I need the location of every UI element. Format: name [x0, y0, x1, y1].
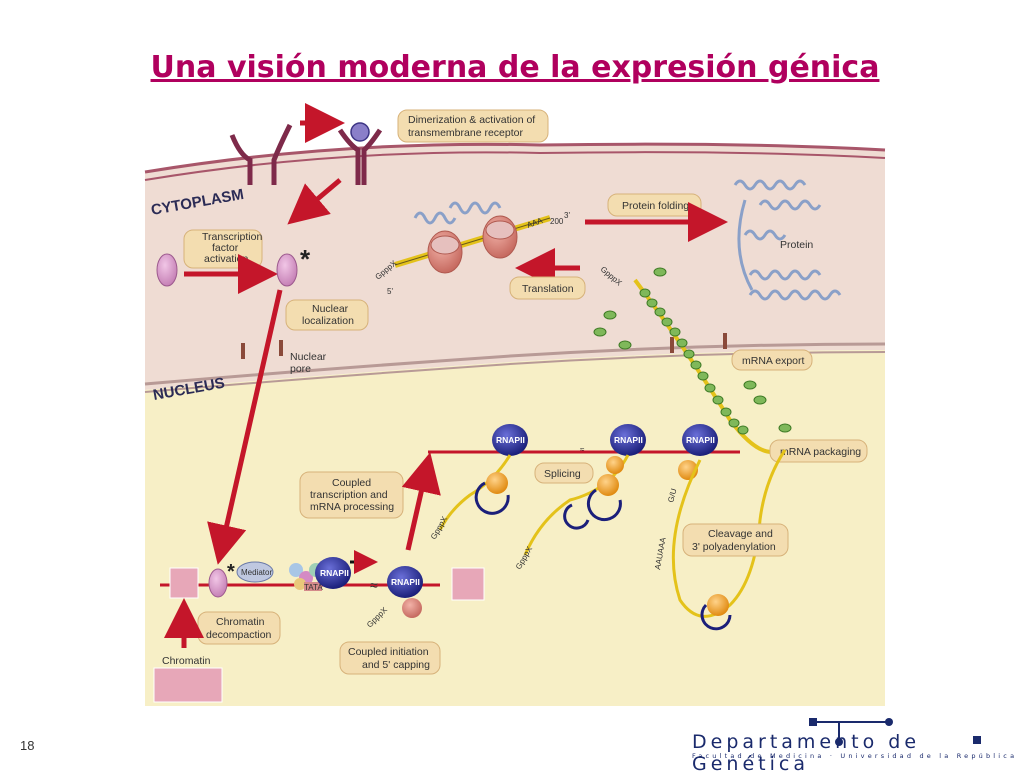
arrow-elongation	[401, 452, 441, 551]
svg-text:Mediator: Mediator	[241, 568, 272, 577]
tf-inactive	[156, 253, 178, 287]
svg-text:3' polyadenylation: 3' polyadenylation	[692, 541, 776, 553]
svg-text:RNAPII: RNAPII	[614, 435, 643, 445]
tf-bound	[208, 568, 228, 598]
spliceosome-2	[597, 474, 619, 496]
svg-text:pore: pore	[290, 363, 311, 375]
svg-text:3': 3'	[564, 211, 570, 220]
svg-text:Transcription: Transcription	[202, 231, 262, 243]
rnapii-initiation: RNAPII	[315, 557, 351, 589]
gene-expression-diagram: CYTOPLASM NUCLEUS Dimerization & activat…	[140, 100, 890, 710]
svg-text:RNAPII: RNAPII	[320, 568, 349, 578]
label-box-mrna-packaging	[769, 439, 868, 463]
rnapii-capping: RNAPII	[387, 566, 423, 598]
cap-binding-complex	[707, 594, 729, 616]
slide-title: Una visión moderna de la expresión génic…	[150, 50, 880, 85]
svg-text:200: 200	[550, 217, 564, 226]
svg-text:≈: ≈	[580, 445, 585, 454]
plasma-membrane	[144, 142, 886, 174]
svg-text:Coupled: Coupled	[332, 477, 371, 489]
svg-text:≈: ≈	[370, 577, 378, 593]
svg-text:Chromatin: Chromatin	[162, 655, 211, 667]
tata-box	[304, 582, 322, 591]
svg-text:and 5' capping: and 5' capping	[362, 659, 430, 671]
packaging-proteins	[593, 267, 792, 435]
label-box-cleavage	[682, 523, 789, 557]
svg-text:Splicing: Splicing	[544, 468, 581, 480]
svg-text:mRNA packaging: mRNA packaging	[780, 446, 861, 458]
slide-number: 18	[20, 738, 35, 753]
svg-text:Nuclear: Nuclear	[290, 351, 327, 363]
svg-text:Cleavage and: Cleavage and	[708, 528, 773, 540]
svg-text:activation: activation	[204, 253, 249, 265]
department-subtitle: Facultad de Medicina · Universidad de la…	[692, 752, 1018, 760]
spliceosome-1	[486, 472, 508, 494]
arrow-to-tf	[287, 178, 342, 225]
svg-text:RNAPII: RNAPII	[391, 577, 420, 587]
nascent-peptide-2	[448, 201, 502, 215]
receptor-monomers	[229, 123, 293, 185]
folded-protein	[733, 179, 842, 301]
svg-text:decompaction: decompaction	[206, 629, 272, 641]
svg-text:Nuclear: Nuclear	[312, 303, 349, 315]
svg-text:*: *	[227, 561, 235, 583]
svg-text:TATA: TATA	[304, 583, 323, 592]
chromatin-block-left	[169, 567, 199, 599]
rnapii-upper-3: RNAPII	[682, 424, 718, 456]
svg-text:Coupled initiation: Coupled initiation	[348, 646, 429, 658]
label-box-coupled-initiation	[339, 641, 441, 675]
svg-text:RNAPII: RNAPII	[496, 435, 525, 445]
svg-text:Dimerization & activation of: Dimerization & activation of	[408, 114, 535, 126]
label-box-dimerization	[397, 109, 549, 143]
label-box-translation	[509, 276, 586, 300]
rnapii-upper-2: RNAPII	[610, 424, 646, 456]
mediator	[236, 561, 274, 583]
protein-label: Protein	[780, 239, 813, 251]
svg-text:factor: factor	[212, 242, 239, 254]
chromatin-compact	[153, 667, 223, 703]
tf-active	[276, 253, 298, 287]
nuclear-envelope	[144, 342, 886, 386]
svg-text:G/U: G/U	[666, 487, 678, 503]
svg-text:transmembrane receptor: transmembrane receptor	[408, 127, 523, 139]
svg-text:Chromatin: Chromatin	[216, 616, 265, 628]
svg-text:Translation: Translation	[522, 283, 574, 295]
svg-text:mRNA export: mRNA export	[742, 355, 805, 367]
chromatin-block-right	[451, 567, 485, 601]
svg-text:localization: localization	[302, 315, 354, 327]
label-box-nuclear-localization	[285, 299, 369, 331]
svg-text:5': 5'	[387, 287, 393, 296]
genetics-logo-mark	[809, 718, 981, 746]
rnapii-upper-1: RNAPII	[492, 424, 528, 456]
svg-text:Protein folding: Protein folding	[622, 200, 689, 212]
svg-text:RNAPII: RNAPII	[686, 435, 715, 445]
tf-asterisk: *	[300, 244, 311, 274]
label-box-mrna-export	[731, 349, 813, 371]
ligand	[350, 122, 370, 142]
nascent-peptide-1	[413, 211, 457, 225]
svg-text:transcription and: transcription and	[310, 489, 388, 501]
arrow-nuclear-import	[207, 289, 283, 565]
svg-text:mRNA processing: mRNA processing	[310, 501, 394, 513]
capping-enzyme	[402, 598, 422, 618]
label-box-splicing	[534, 462, 594, 484]
